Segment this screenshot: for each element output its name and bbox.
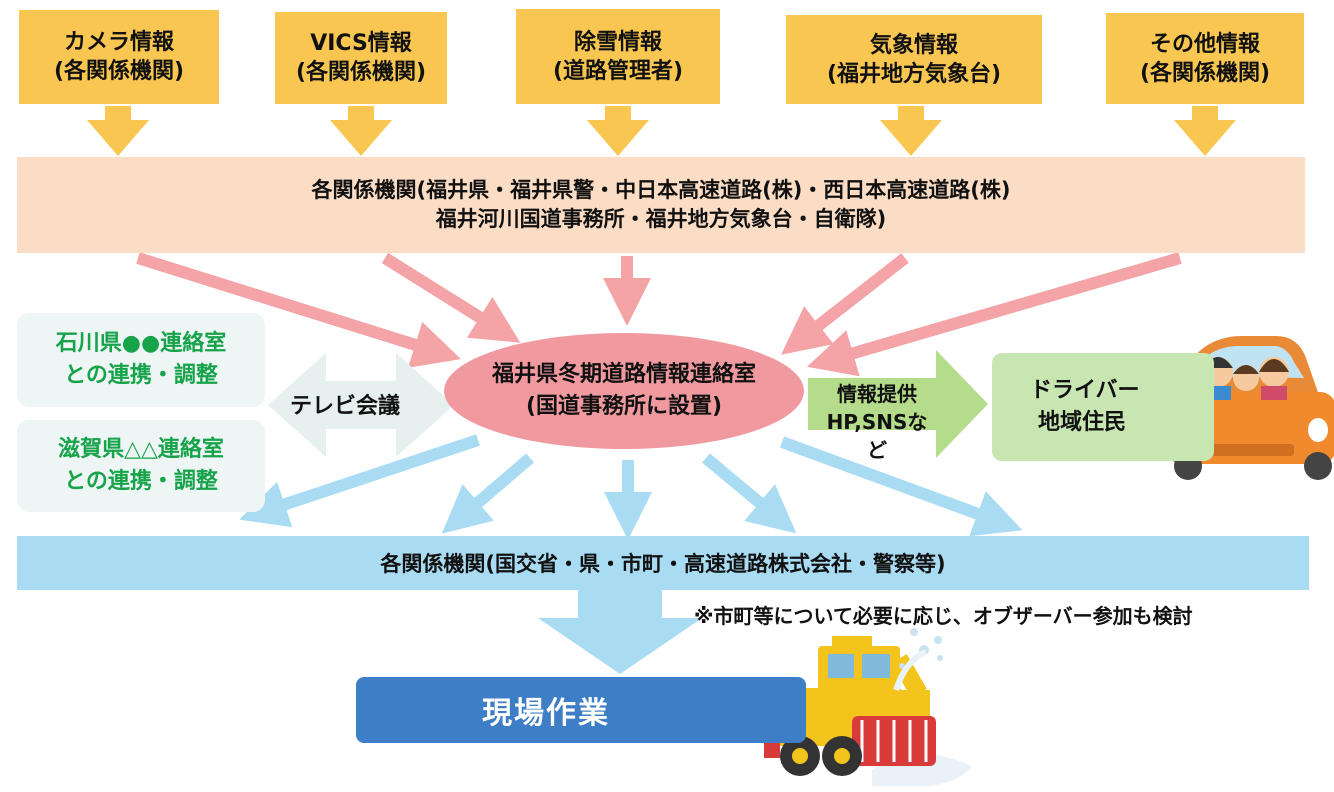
source-snow-removal-line2: (道路管理者): [552, 58, 684, 84]
field-work-label: 現場作業: [482, 696, 610, 731]
info-provision-label: 情報提供 HP,SNSなど: [818, 380, 936, 464]
source-other-line2: (各関係機関): [1139, 60, 1271, 86]
source-arrow: [587, 106, 649, 156]
down-arrow: [538, 590, 702, 674]
source-arrow: [87, 106, 149, 156]
ishikawa-box: 石川県●●連絡室 との連携・調整: [17, 313, 265, 407]
blue-arrow: [239, 434, 480, 528]
info-provision-line2: HP,SNSなど: [826, 410, 928, 462]
center-line1: 福井県冬期道路情報連絡室: [491, 362, 756, 387]
source-weather-line1: 気象情報: [869, 32, 958, 58]
center-liaison-office: 福井県冬期道路情報連絡室 (国道事務所に設置): [444, 333, 804, 449]
agencies-bottom-band: 各関係機関(国交省・県・市町・高速道路株式会社・警察等): [17, 536, 1309, 590]
agencies-top-line2: 福井河川国道事務所・福井地方気象台・自衛隊): [435, 207, 887, 231]
pink-arrow: [781, 253, 909, 355]
ishikawa-line1: 石川県●●連絡室: [55, 331, 227, 356]
tv-conference-label: テレビ会議: [290, 394, 401, 419]
field-work-bar: 現場作業: [356, 677, 806, 743]
car-illustration: [1166, 336, 1334, 480]
source-vics-line2: (各関係機関): [295, 60, 427, 85]
info-provision-line1: 情報提供: [837, 382, 917, 406]
source-arrow: [880, 106, 942, 156]
drivers-box: ドライバー 地域住民: [992, 353, 1214, 461]
source-vics: VICS情報 (各関係機関): [275, 12, 447, 104]
info-arrow: [808, 350, 988, 458]
source-weather-line2: (福井地方気象台): [826, 61, 1002, 87]
shiga-line1: 滋賀県△△連絡室: [58, 437, 224, 462]
pink-arrow: [136, 252, 461, 368]
pink-arrow: [806, 252, 1182, 377]
source-camera-line1: カメラ情報: [63, 30, 174, 55]
source-camera: カメラ情報 (各関係機関): [19, 10, 219, 104]
source-other-line1: その他情報: [1149, 31, 1260, 57]
source-vics-line1: VICS情報: [310, 31, 412, 56]
center-line2: (国道事務所に設置): [525, 394, 723, 419]
pink-arrow: [381, 252, 521, 343]
source-arrow: [330, 106, 392, 156]
source-snow-removal-line1: 除雪情報: [573, 29, 662, 55]
tv-double-arrow: [268, 353, 454, 457]
pink-arrows: [136, 252, 1182, 377]
blue-arrow: [702, 453, 797, 534]
agencies-bottom-label: 各関係機関(国交省・県・市町・高速道路株式会社・警察等): [380, 552, 946, 576]
agencies-top-line1: 各関係機関(福井県・福井県警・中日本高速道路(株)・西日本高速道路(株): [311, 178, 1011, 202]
observer-note: ※市町等について必要に応じ、オブザーバー参加も検討: [694, 604, 1193, 628]
agencies-top-band: 各関係機関(福井県・福井県警・中日本高速道路(株)・西日本高速道路(株) 福井河…: [17, 157, 1305, 253]
shiga-line2: との連携・調整: [64, 469, 218, 494]
source-snow-removal: 除雪情報 (道路管理者): [516, 9, 720, 104]
snowplow-illustration: [764, 628, 972, 786]
drivers-line2: 地域住民: [1038, 410, 1127, 435]
blue-arrows: [239, 434, 1023, 540]
source-weather: 気象情報 (福井地方気象台): [786, 15, 1042, 104]
source-arrow: [1174, 106, 1236, 156]
source-arrows: [87, 106, 1236, 156]
source-camera-line2: (各関係機関): [53, 59, 185, 84]
shiga-box: 滋賀県△△連絡室 との連携・調整: [17, 420, 265, 512]
ishikawa-line2: との連携・調整: [64, 363, 218, 388]
drivers-line1: ドライバー: [1030, 378, 1140, 403]
blue-arrow: [779, 436, 1023, 537]
source-other: その他情報 (各関係機関): [1106, 13, 1304, 104]
blue-arrow: [441, 453, 534, 534]
